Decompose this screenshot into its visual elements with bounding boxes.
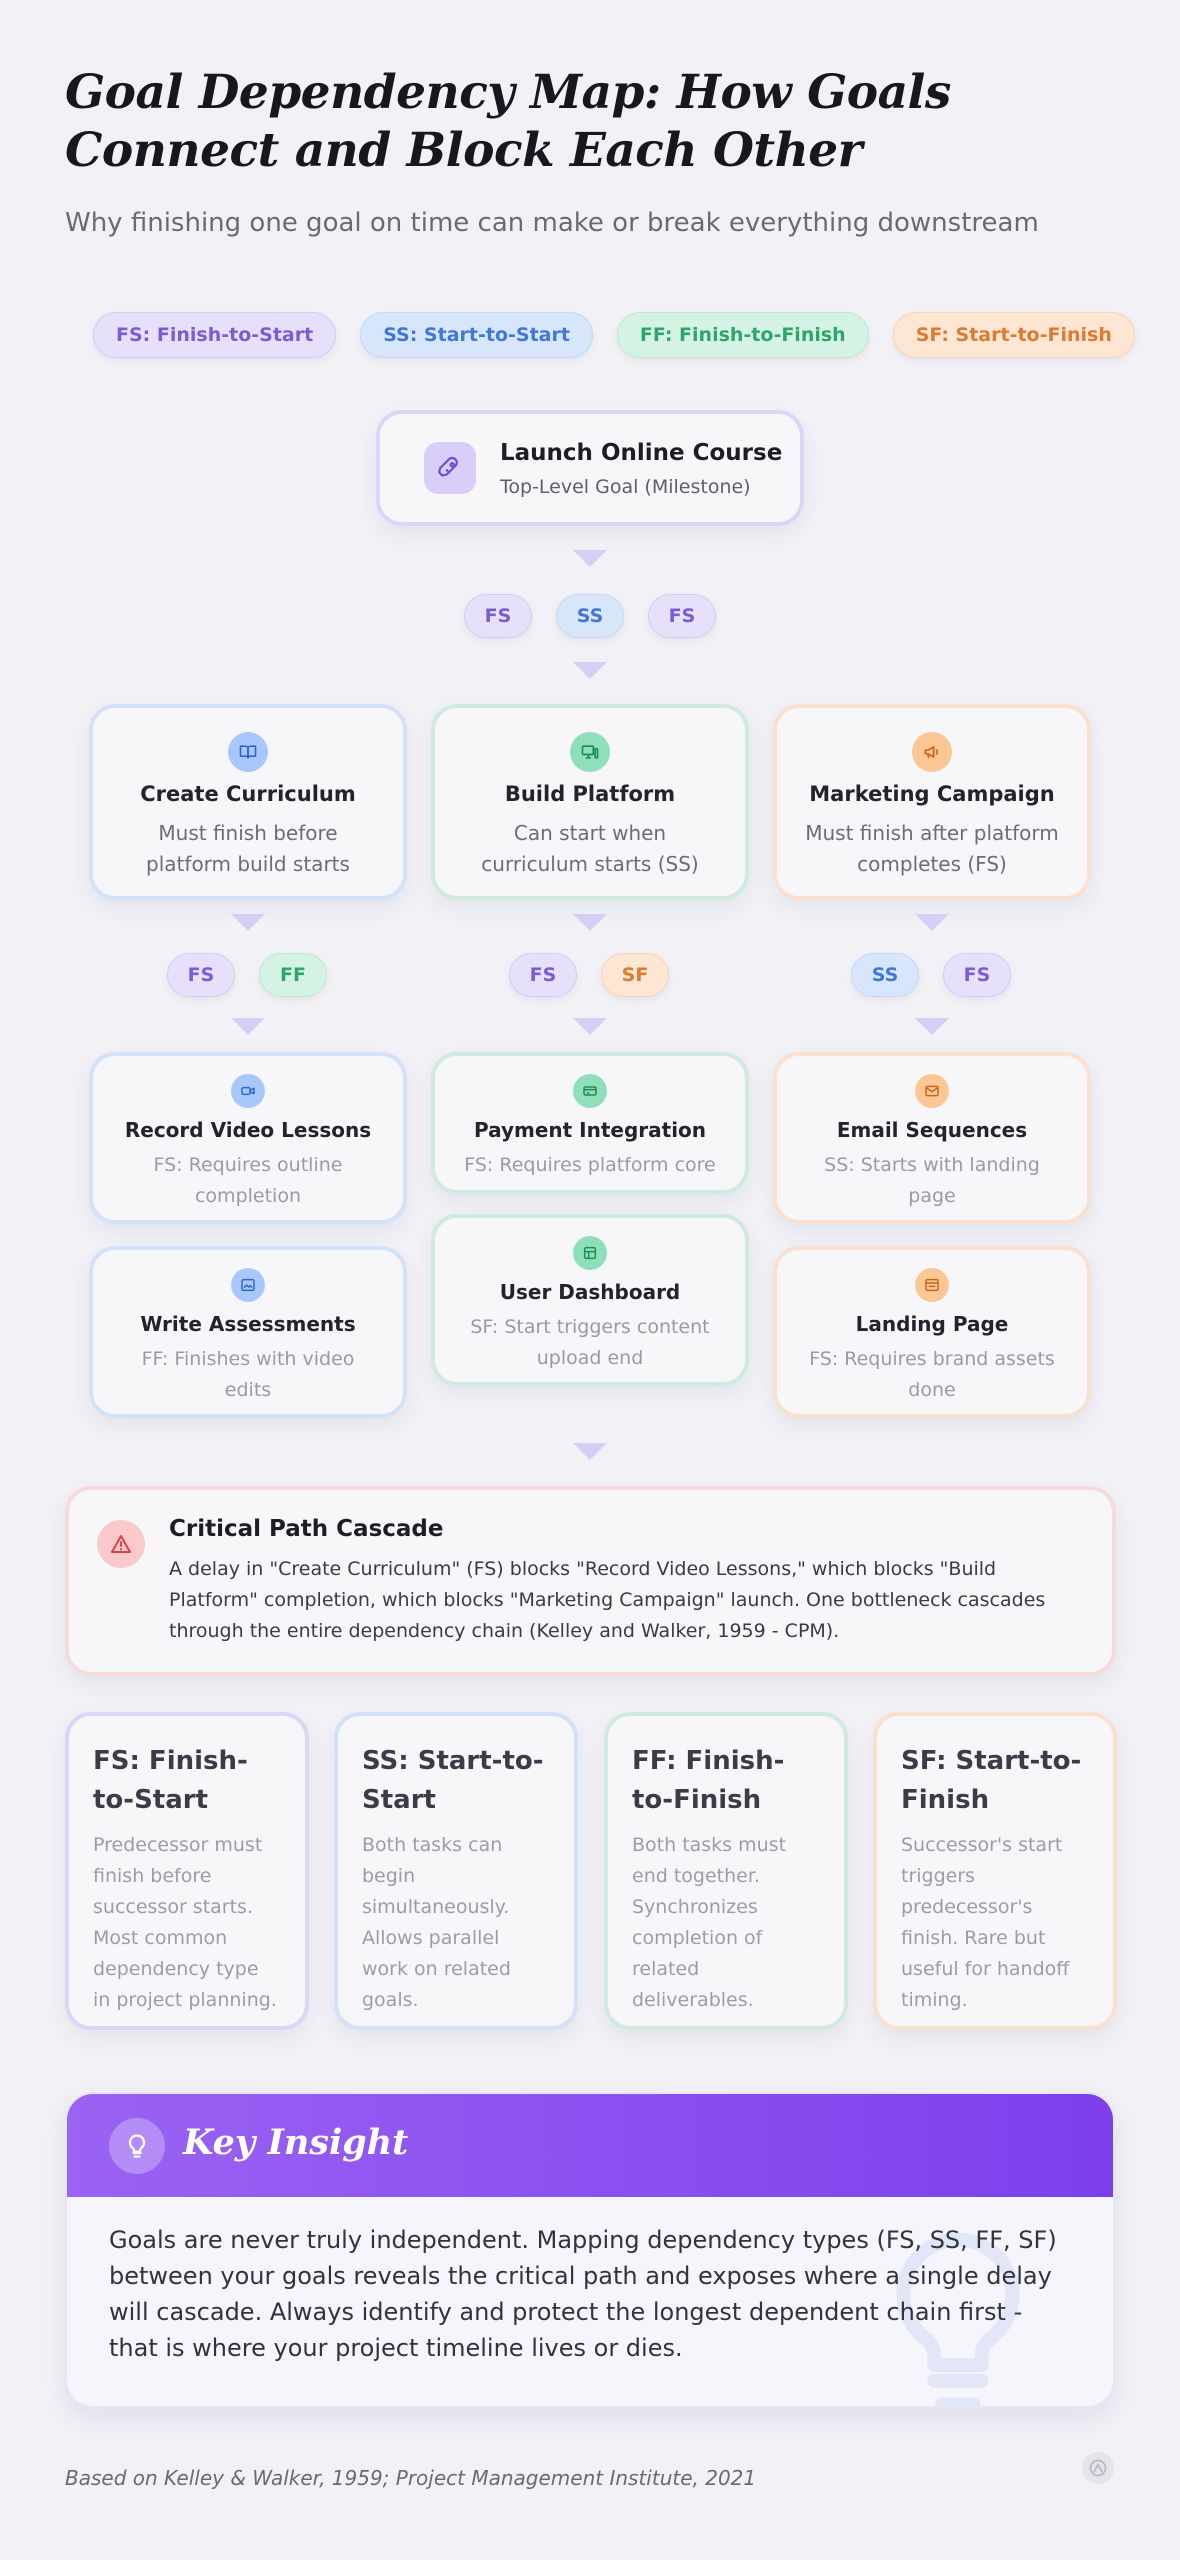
source-citation: Based on Kelley & Walker, 1959; Project … [65, 2466, 757, 2490]
definition-title: SF: Start-to-Finish [901, 1746, 1082, 1815]
definition-title: FF: Finish-to-Finish [632, 1746, 785, 1815]
card-icon [573, 1074, 607, 1108]
subgoal-title: Record Video Lessons [124, 1118, 372, 1142]
flow-arrow [573, 914, 607, 931]
link-pill: FF [259, 953, 327, 997]
dashboard-icon [573, 1236, 607, 1270]
goal-title: Create Curriculum [140, 782, 356, 806]
flow-arrow [573, 1018, 607, 1035]
definition-description: Both tasks can begin simultaneously. All… [362, 1834, 511, 2011]
goal-description: Must finish after platform completes (FS… [805, 821, 1059, 876]
subgoal-description: FS: Requires brand assets done [809, 1348, 1055, 1401]
legend-ss: SS: Start-to-Start [360, 312, 593, 358]
subgoal-description: FF: Finishes with video edits [141, 1348, 355, 1401]
key-insight-body: Goals are never truly independent. Mappi… [109, 2226, 1057, 2362]
flow-arrow [573, 550, 607, 567]
subgoal-card-record-video-lessons: Record Video Lessons FS: Requires outlin… [89, 1052, 407, 1224]
page-subtitle: Why finishing one goal on time can make … [65, 208, 1039, 238]
flow-arrow [915, 1018, 949, 1035]
subgoal-card-landing-page: Landing Page FS: Requires brand assets d… [773, 1246, 1091, 1418]
definition-description: Both tasks must end together. Synchroniz… [632, 1834, 787, 2011]
goal-card-create-curriculum: Create Curriculum Must finish before pla… [89, 704, 407, 900]
definition-card-ff: FF: Finish-to-Finish Both tasks must end… [604, 1712, 848, 2030]
subgoal-description: SS: Starts with landing page [824, 1154, 1040, 1207]
warning-icon [97, 1520, 145, 1568]
lightbulb-watermark-icon [863, 2216, 1053, 2406]
definition-card-sf: SF: Start-to-Finish Successor's start tr… [873, 1712, 1117, 2030]
subgoal-title: User Dashboard [499, 1280, 681, 1304]
link-pill: FS [464, 594, 532, 638]
subgoal-title: Email Sequences [836, 1118, 1028, 1142]
flow-arrow [573, 662, 607, 679]
flow-arrow [915, 914, 949, 931]
mail-icon [915, 1074, 949, 1108]
megaphone-icon [912, 732, 952, 772]
top-goal-subtitle: Top-Level Goal (Milestone) [500, 476, 751, 498]
dependency-legend: FS: Finish-to-Start SS: Start-to-Start F… [93, 312, 1135, 358]
link-pill: FS [509, 953, 577, 997]
critical-path-body: A delay in "Create Curriculum" (FS) bloc… [169, 1558, 1046, 1642]
key-insight-title: Key Insight [183, 2122, 409, 2163]
browser-icon [915, 1268, 949, 1302]
critical-path-callout: Critical Path Cascade A delay in "Create… [65, 1486, 1116, 1676]
page-title: Goal Dependency Map: How Goals Connect a… [65, 65, 951, 178]
flow-arrow [231, 1018, 265, 1035]
subgoal-title: Payment Integration [473, 1118, 707, 1142]
definition-title: SS: Start-to-Start [362, 1746, 544, 1815]
key-insight-header: Key Insight [67, 2094, 1113, 2197]
goal-description: Can start when curriculum starts (SS) [481, 821, 699, 876]
goal-title: Build Platform [504, 782, 676, 806]
lightbulb-icon [109, 2118, 165, 2174]
goal-card-build-platform: Build Platform Can start when curriculum… [431, 704, 749, 900]
link-pill: FS [648, 594, 716, 638]
definition-card-fs: FS: Finish-to-Start Predecessor must fin… [65, 1712, 309, 2030]
subgoal-description: FS: Requires outline completion [153, 1154, 343, 1207]
subgoal-title: Landing Page [855, 1312, 1009, 1336]
brand-logo-icon [1082, 2452, 1114, 2484]
subgoal-title: Write Assessments [140, 1312, 356, 1336]
definition-description: Successor's start triggers predecessor's… [901, 1834, 1070, 2011]
definition-title: FS: Finish-to-Start [93, 1746, 248, 1815]
flow-arrow [231, 914, 265, 931]
link-pill: SS [851, 953, 919, 997]
rocket-icon [424, 442, 476, 494]
link-pill: SF [601, 953, 669, 997]
definition-description: Predecessor must finish before successor… [93, 1834, 277, 2011]
monitor-icon [570, 732, 610, 772]
link-pill: FS [943, 953, 1011, 997]
top-goal-title: Launch Online Course [500, 440, 783, 466]
goal-title: Marketing Campaign [809, 782, 1055, 806]
image-icon [231, 1268, 265, 1302]
subgoal-card-email-sequences: Email Sequences SS: Starts with landing … [773, 1052, 1091, 1224]
definition-card-ss: SS: Start-to-Start Both tasks can begin … [334, 1712, 578, 2030]
legend-ff: FF: Finish-to-Finish [616, 312, 869, 358]
book-icon [228, 732, 268, 772]
subgoal-card-write-assessments: Write Assessments FF: Finishes with vide… [89, 1246, 407, 1418]
legend-fs: FS: Finish-to-Start [93, 312, 337, 358]
legend-sf: SF: Start-to-Finish [892, 312, 1135, 358]
link-pill: SS [556, 594, 624, 638]
goal-card-marketing-campaign: Marketing Campaign Must finish after pla… [773, 704, 1091, 900]
critical-path-title: Critical Path Cascade [169, 1516, 444, 1542]
key-insight-panel: Key Insight Goals are never truly indepe… [65, 2092, 1115, 2408]
subgoal-card-user-dashboard: User Dashboard SF: Start triggers conten… [431, 1214, 749, 1386]
goal-description: Must finish before platform build starts [146, 821, 350, 876]
subgoal-description: SF: Start triggers content upload end [470, 1316, 710, 1369]
video-icon [231, 1074, 265, 1108]
flow-arrow [573, 1443, 607, 1460]
subgoal-description: FS: Requires platform core [464, 1154, 716, 1176]
top-level-goal: Launch Online Course Top-Level Goal (Mil… [376, 410, 804, 526]
subgoal-card-payment-integration: Payment Integration FS: Requires platfor… [431, 1052, 749, 1194]
link-pill: FS [167, 953, 235, 997]
